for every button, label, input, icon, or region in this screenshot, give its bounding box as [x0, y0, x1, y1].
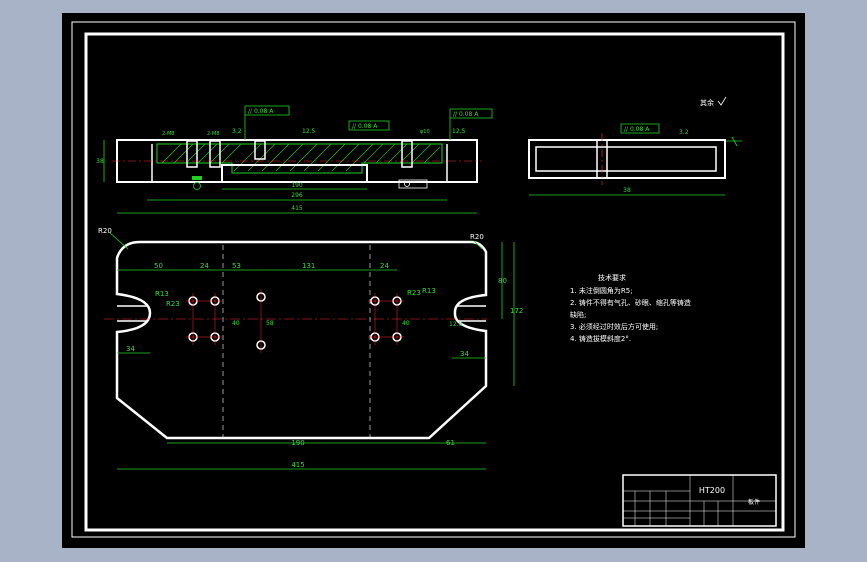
section-recess: [221, 164, 368, 182]
left-slot: [117, 305, 147, 322]
tech-req-item-3: 缺陷;: [570, 310, 586, 319]
tech-req-item-2: 2. 铸件不得有气孔、砂眼、缩孔等铸造: [570, 298, 691, 307]
roughness-note: 其余: [700, 98, 714, 107]
section-view: 415 296 190 38 3.2 12.5 12.5 2-M8 2-M8 φ…: [96, 105, 493, 214]
dim-296-label: 296: [291, 192, 303, 199]
tolerance-frame-3-label: // 0.08 A: [453, 111, 479, 118]
dim-40b: 40: [402, 320, 410, 327]
side-roughness-label: 3.2: [679, 129, 689, 136]
sheet-inner-border: [84, 32, 785, 532]
tolerance-frame-2-label: // 0.08 A: [352, 123, 378, 130]
flatness-box: [398, 179, 428, 189]
tech-req-item-5: 4. 铸造拔模斜度2°.: [570, 334, 631, 343]
dim-415-bottom: 415: [291, 461, 304, 469]
tolerance-frame-1: [244, 105, 290, 116]
side-roughness-symbol: [726, 136, 742, 147]
section-holes: [186, 140, 413, 168]
dim-131: 131: [302, 262, 315, 270]
dim-24b: 24: [380, 262, 389, 270]
dim-r20-left: R20: [98, 227, 112, 235]
plan-holes: [188, 292, 402, 350]
flatness-symbol: [404, 181, 410, 187]
dim-58: 58: [266, 320, 274, 327]
dim-50: 50: [154, 262, 163, 270]
title-material: HT200: [699, 486, 725, 495]
tolerance-frame-3: [449, 108, 493, 119]
tech-req-item-4: 3. 必须经过时效后方可使用;: [570, 322, 658, 331]
callout-3-label: φ10: [420, 129, 430, 135]
hole-centermarks: [186, 289, 404, 353]
sheet-outer-border: [71, 21, 796, 538]
title-block-border: [622, 474, 777, 527]
plan-view: 50 24 53 131 24 R20 R20 R13 R23 R23 R13 …: [98, 227, 523, 470]
roughness-b-label: 12.5: [302, 128, 316, 135]
tolerance-frame-1-label: // 0.08 A: [248, 108, 274, 115]
dim-34-right: 34: [460, 350, 469, 358]
dim-r23a: R23: [166, 300, 180, 308]
side-outline: [528, 139, 726, 179]
side-view: 38 // 0.08 A 3.2: [528, 123, 742, 196]
tech-requirements: 技术要求 1. 未注倒圆角为R5; 2. 铸件不得有气孔、砂眼、缩孔等铸造 缺陷…: [570, 273, 691, 343]
side-tolerance-frame: [620, 123, 660, 134]
side-tolerance-label: // 0.08 A: [624, 126, 650, 133]
dim-61: 61: [446, 439, 455, 447]
callout-1-label: 2-M8: [162, 131, 174, 137]
side-inner: [535, 146, 717, 172]
tech-req-title: 技术要求: [598, 273, 626, 282]
dim-12-8: 12.8: [449, 321, 463, 328]
callout-2-label: 2-M8: [207, 131, 219, 137]
tolerance-frame-2: [348, 120, 390, 131]
dim-r13b: R13: [422, 287, 436, 295]
tech-req-item-1: 1. 未注倒圆角为R5;: [570, 286, 633, 295]
dim-53: 53: [232, 262, 241, 270]
section-hatching: [156, 143, 443, 174]
roughness-check-icon: [717, 96, 727, 106]
dim-190-bottom: 190: [291, 439, 304, 447]
leader-r20-right: [473, 240, 483, 250]
leader-r20-left: [109, 232, 129, 250]
title-part-name: 板件: [748, 498, 760, 506]
dim-r13a: R13: [155, 290, 169, 298]
dim-415-label: 415: [291, 205, 303, 212]
dim-r23b: R23: [407, 289, 421, 297]
plan-outline: [115, 240, 488, 440]
side-dim-label: 38: [623, 187, 631, 194]
dim-height-label: 38: [96, 158, 104, 165]
roughness-c-label: 12.5: [452, 128, 466, 135]
datum-a-marker: [192, 176, 202, 180]
drawing-sheet: 415 296 190 38 3.2 12.5 12.5 2-M8 2-M8 φ…: [62, 13, 805, 548]
dim-190-label: 190: [291, 182, 303, 189]
datum-a-circle: [193, 182, 201, 190]
title-block: HT200 板件: [622, 474, 777, 527]
dim-172: 172: [510, 307, 523, 315]
dim-40a: 40: [232, 320, 240, 327]
roughness-a-label: 3.2: [232, 128, 242, 135]
dim-24a: 24: [200, 262, 209, 270]
dim-r20-right: R20: [470, 233, 484, 241]
dim-80: 80: [498, 277, 507, 285]
right-slot: [457, 305, 486, 322]
drawing-canvas: 415 296 190 38 3.2 12.5 12.5 2-M8 2-M8 φ…: [71, 21, 796, 538]
dim-34-left: 34: [126, 345, 135, 353]
